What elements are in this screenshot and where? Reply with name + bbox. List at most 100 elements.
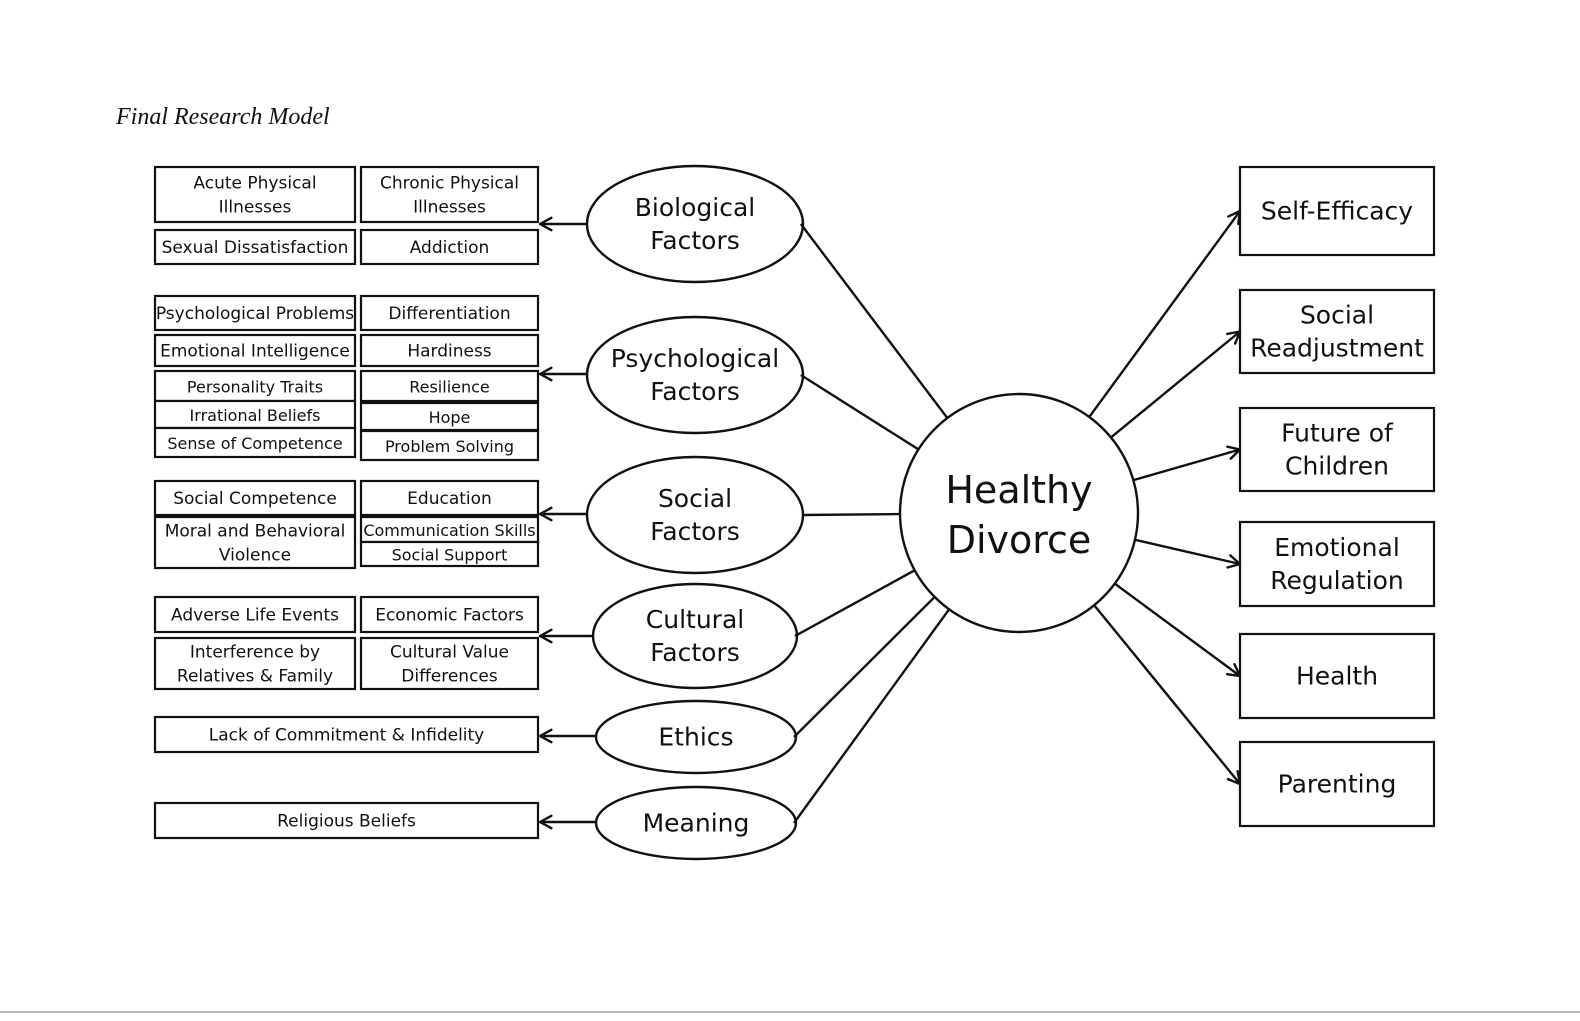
indicator-label: Violence	[219, 546, 291, 566]
outcome-group-future-of-children: Future of Children	[1133, 406, 1436, 493]
indicator-rect	[153, 515, 357, 570]
outcome-label: Emotional	[1274, 533, 1400, 562]
factor-label: Factors	[650, 226, 740, 255]
indicator-box: Communication Skills	[359, 515, 540, 544]
factor-label: Meaning	[643, 809, 750, 838]
factor-to-center-line	[793, 596, 936, 738]
arrowhead-icon	[1226, 554, 1242, 569]
indicator-box: Emotional Intelligence	[153, 333, 357, 368]
factor-ellipse	[585, 164, 805, 284]
center-to-outcome-line	[1134, 538, 1241, 566]
arrowhead-icon	[538, 216, 553, 232]
indicator-box: Adverse Life Events	[153, 595, 357, 634]
indicator-label: Social Competence	[173, 489, 337, 509]
indicator-rect	[359, 165, 540, 224]
indicator-rect	[359, 636, 540, 691]
arrowhead-icon	[538, 366, 553, 382]
arrowhead-icon	[1226, 445, 1242, 460]
arrowhead-icon	[1226, 770, 1242, 786]
factor-ellipse	[585, 315, 805, 435]
indicator-label: Personality Traits	[187, 378, 323, 397]
indicator-box: Education	[359, 479, 540, 517]
indicator-box: Differentiation	[359, 294, 540, 332]
outcome-label: Health	[1296, 662, 1378, 691]
factor-to-center-line	[794, 569, 916, 638]
indicator-rect	[153, 595, 357, 634]
indicator-rect	[359, 228, 540, 266]
indicator-label: Sense of Competence	[167, 434, 342, 453]
figure-caption: Final Research Model	[116, 104, 330, 130]
indicator-box: Sense of Competence	[153, 426, 357, 459]
indicator-label: Religious Beliefs	[277, 812, 416, 832]
indicator-box: Hardiness	[359, 333, 540, 368]
arrowhead-icon	[538, 628, 553, 644]
healthy-divorce-circle	[898, 392, 1140, 634]
indicator-rect	[359, 540, 540, 568]
outcome-box	[1238, 288, 1436, 375]
indicator-box: Personality Traits	[153, 369, 357, 403]
factor-label: Social	[658, 484, 732, 513]
indicator-label: Education	[407, 489, 492, 509]
indicator-rect	[153, 228, 357, 266]
indicator-label: Problem Solving	[385, 437, 514, 456]
indicator-label: Interference by	[190, 643, 320, 663]
factor-label: Factors	[650, 638, 740, 667]
factor-ellipse	[594, 785, 798, 861]
indicator-label: Resilience	[409, 378, 490, 397]
indicator-rect	[359, 294, 540, 332]
indicator-rect	[153, 333, 357, 368]
indicator-label: Hardiness	[407, 342, 491, 362]
indicator-label: Illnesses	[413, 198, 486, 218]
healthy-divorce-label: Healthy	[945, 468, 1092, 512]
outcome-label: Readjustment	[1250, 334, 1424, 363]
factor-label: Factors	[650, 517, 740, 546]
indicator-label: Relatives & Family	[177, 667, 333, 687]
arrowhead-icon	[538, 728, 553, 744]
indicator-rect	[359, 369, 540, 403]
center-to-outcome-line	[1088, 210, 1241, 418]
healthy-divorce-label: Divorce	[947, 518, 1092, 562]
indicator-box: Sexual Dissatisfaction	[153, 228, 357, 266]
factor-to-center-line	[800, 373, 920, 451]
center-to-outcome-line	[1114, 582, 1241, 677]
indicator-box: Social Support	[359, 540, 540, 568]
indicator-label: Social Support	[392, 546, 508, 565]
indicator-rect	[359, 333, 540, 368]
indicator-box: Addiction	[359, 228, 540, 266]
factor-to-center-line	[799, 223, 949, 419]
indicator-box: Problem Solving	[359, 429, 540, 462]
factor-label: Cultural	[646, 605, 744, 634]
indicator-label: Irrational Beliefs	[190, 406, 321, 425]
indicator-rect	[359, 515, 540, 544]
page-bottom-rule	[0, 1011, 1580, 1013]
indicator-label: Lack of Commitment & Infidelity	[209, 726, 485, 746]
outcome-label: Regulation	[1270, 566, 1404, 595]
indicator-box: Economic Factors	[359, 595, 540, 634]
outcome-group-health: Health	[1114, 582, 1436, 720]
indicator-rect	[359, 429, 540, 462]
indicator-box: Resilience	[359, 369, 540, 403]
center-to-outcome-line	[1110, 330, 1241, 439]
outcome-label: Self-Efficacy	[1261, 197, 1413, 226]
indicator-rect	[359, 479, 540, 517]
factor-to-center-line	[793, 608, 951, 824]
arrowhead-icon	[1225, 663, 1242, 678]
indicator-label: Communication Skills	[363, 521, 535, 540]
outcome-label: Future of	[1281, 419, 1394, 448]
indicator-label: Economic Factors	[375, 606, 524, 626]
factor-group-meaning: Religious Beliefs Meaning	[153, 608, 951, 861]
outcome-label: Children	[1285, 452, 1389, 481]
outcome-label: Social	[1300, 301, 1374, 330]
center-to-outcome-line	[1093, 604, 1241, 785]
indicator-box: Lack of Commitment & Infidelity	[153, 715, 540, 754]
outcome-group-parenting: Parenting	[1093, 604, 1436, 828]
factor-group-cultural: Adverse Life Events Economic FactorsInter…	[153, 569, 916, 691]
indicator-box: Interference by Relatives & Family	[153, 636, 357, 691]
